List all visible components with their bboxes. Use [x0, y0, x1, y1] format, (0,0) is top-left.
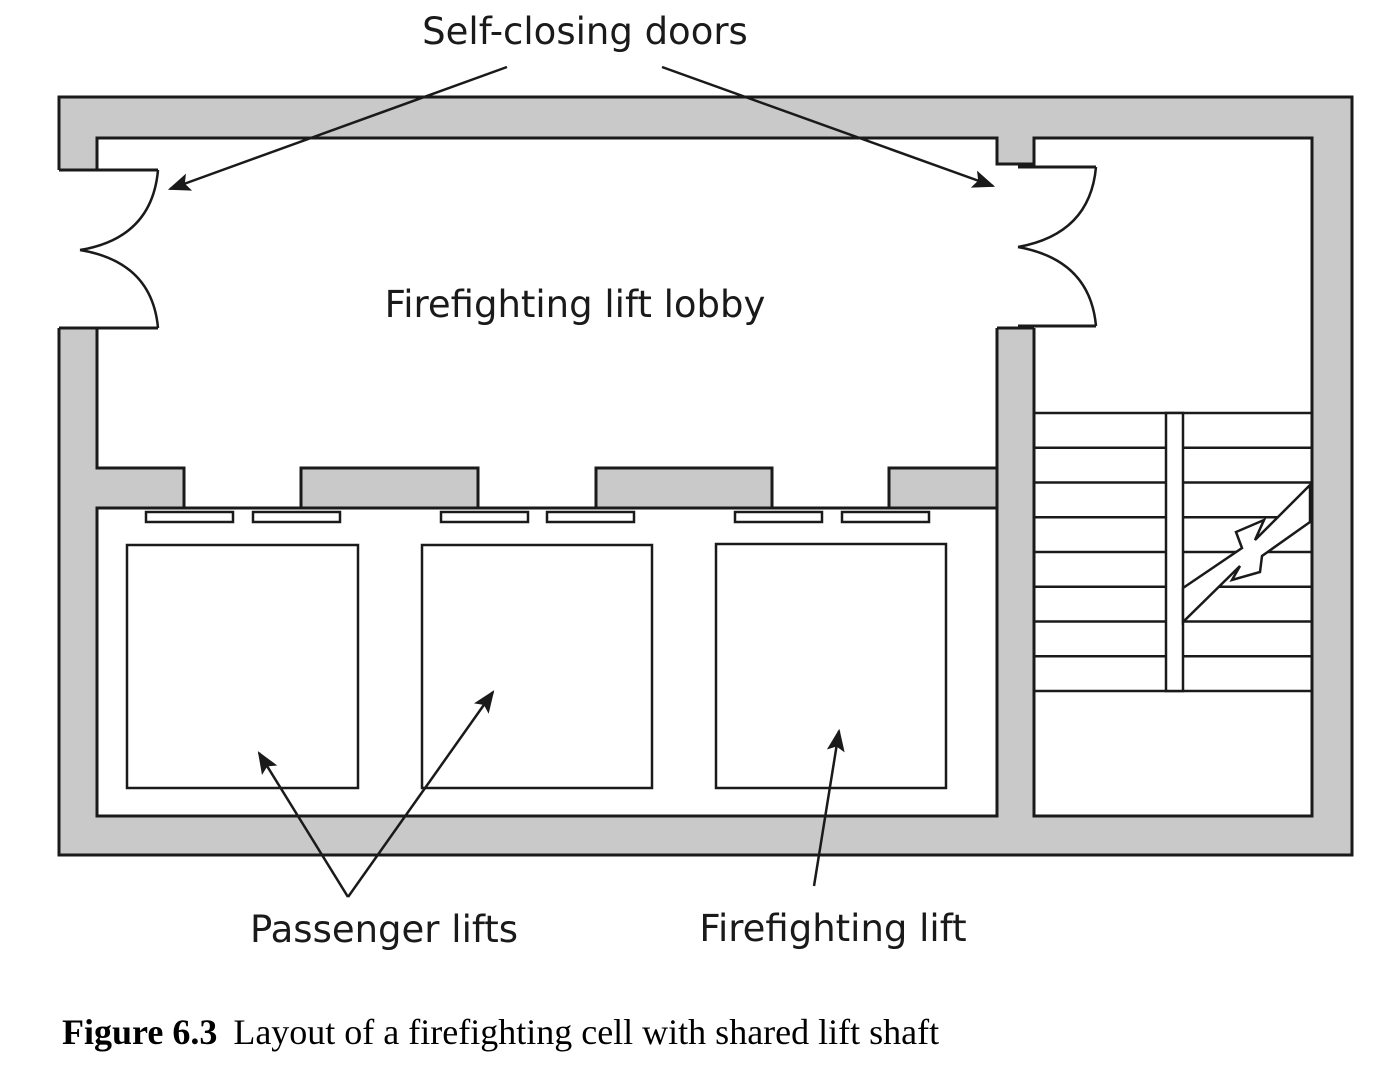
wall-pier-1 — [299, 466, 480, 510]
firefighting-lift-car — [714, 542, 948, 790]
lift3-door-left — [733, 510, 824, 524]
left-door-leaf-lower — [79, 248, 160, 329]
lift-landing-doors — [144, 510, 931, 524]
passenger-lift-2 — [420, 543, 654, 790]
passenger-lift-1 — [125, 543, 360, 790]
right-door-leaf-upper — [1017, 166, 1098, 249]
stair-break-line — [1181, 481, 1312, 625]
arrow-to-firefighting-lift — [812, 728, 845, 887]
stair-handrail-wall — [1164, 411, 1185, 693]
label-self-closing-doors: Self-closing doors — [422, 10, 748, 53]
wall-nib-left-outline — [97, 466, 186, 508]
label-firefighting-lift: Firefighting lift — [699, 907, 966, 950]
right-door-nib-bottom — [997, 328, 1034, 816]
right-door-opening — [995, 164, 1036, 328]
left-door-leaf-upper — [79, 169, 160, 252]
lift2-door-left — [439, 510, 530, 524]
wall-pier-2 — [594, 466, 774, 510]
stair — [1034, 411, 1312, 693]
wall-nib-left — [97, 468, 184, 508]
left-door-opening — [57, 170, 99, 328]
arrow-to-right-door — [661, 65, 996, 188]
right-door-nib-bottom-outline — [995, 326, 1036, 816]
label-passenger-lifts: Passenger lifts — [250, 908, 518, 951]
arrow-to-passenger-lift-1 — [257, 751, 350, 898]
lift1-door-left — [144, 510, 235, 524]
right-door-nib-top-outline — [995, 138, 1036, 166]
wall-nib-right-outline — [887, 466, 997, 508]
right-door-frame — [1018, 165, 1096, 328]
figure-caption-text: Layout of a firefighting cell with share… — [233, 1012, 939, 1052]
arrow-to-left-door — [167, 65, 508, 191]
figure-caption: Figure 6.3 Layout of a firefighting cell… — [62, 1012, 939, 1052]
lift3-door-right — [840, 510, 931, 524]
lift2-door-right — [545, 510, 636, 524]
right-door-leaf-lower — [1017, 245, 1098, 327]
left-door-frame — [80, 168, 158, 330]
figure-number: Figure 6.3 — [62, 1012, 217, 1052]
lift1-door-right — [251, 510, 342, 524]
label-lobby: Firefighting lift lobby — [385, 283, 766, 326]
right-door-nib-top — [997, 138, 1034, 164]
wall-nib-right — [889, 468, 997, 508]
arrow-to-passenger-lift-2 — [346, 690, 495, 898]
